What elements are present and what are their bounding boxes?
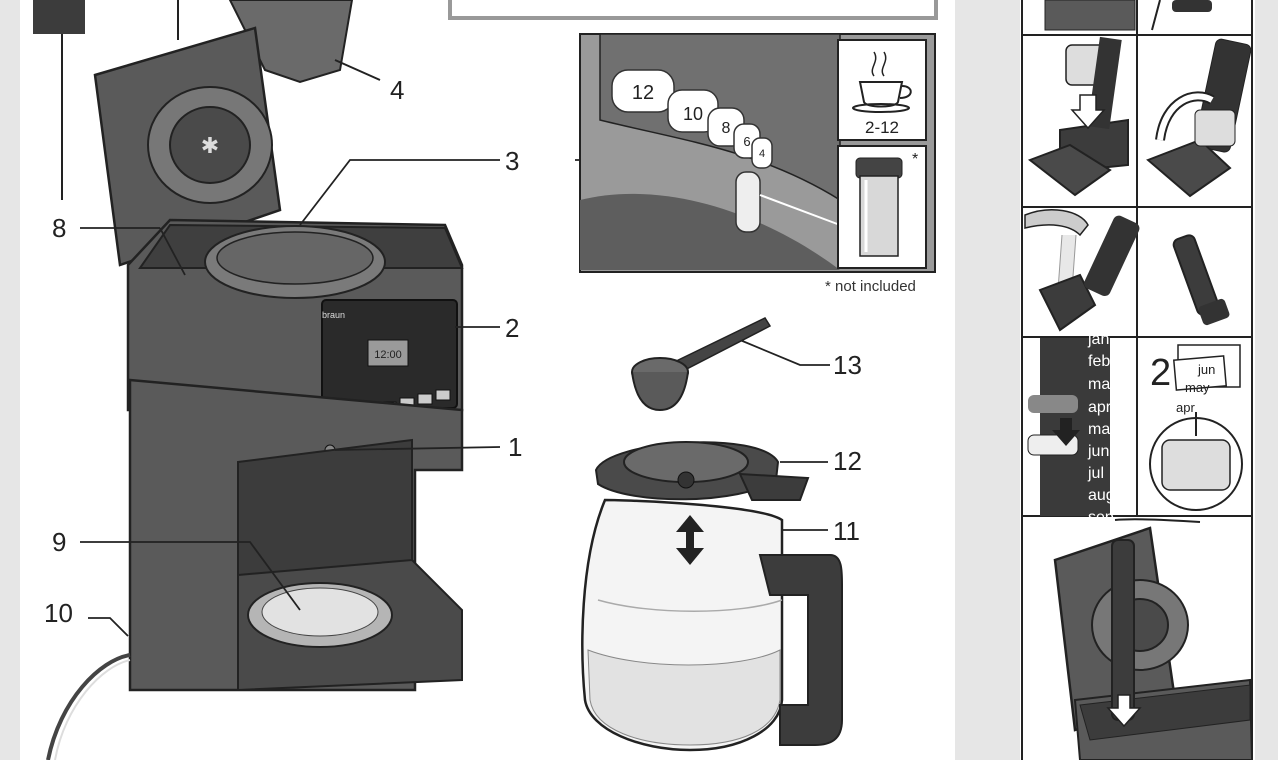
- water-level-tabs: 12 10 8 6 4: [611, 69, 773, 233]
- center-gutter: [955, 0, 1020, 760]
- not-included-note: * not included: [825, 278, 916, 295]
- step-number: 2: [1150, 352, 1171, 394]
- fill-level-arrows: [676, 515, 704, 565]
- arrow-up-icon: [676, 515, 704, 532]
- callout-8: 8: [52, 213, 66, 243]
- coffee-cup-icon: [852, 51, 912, 113]
- lcd-time: 12:00: [374, 349, 402, 361]
- step-filter-cartridge: [1172, 234, 1230, 326]
- step-rinse-filter: [1024, 209, 1140, 332]
- carafe-handle: [758, 554, 843, 746]
- svg-text:jan: jan: [1087, 331, 1109, 348]
- svg-text:jun: jun: [1087, 443, 1109, 460]
- svg-text:may: may: [1185, 380, 1210, 395]
- right-margin: [1255, 0, 1278, 760]
- step-panels: jan feb mar apr may jun jul aug sep 2 ju…: [1020, 0, 1255, 760]
- svg-text:jul: jul: [1087, 465, 1104, 482]
- left-margin: [0, 0, 20, 760]
- callout-1: 1: [508, 432, 522, 462]
- callout-13: 13: [833, 350, 862, 380]
- arrow-down-icon: [1070, 94, 1106, 130]
- step-month-dial: jan feb mar apr may jun jul aug sep: [1027, 331, 1118, 526]
- svg-text:mar: mar: [1088, 376, 1116, 393]
- callout-10: 10: [44, 598, 73, 628]
- svg-text:6: 6: [743, 134, 750, 149]
- svg-text:jun: jun: [1197, 362, 1215, 377]
- callout-12: 12: [833, 446, 862, 476]
- glass-carafe: [581, 441, 843, 752]
- svg-text:may: may: [1088, 421, 1118, 438]
- callout-3: 3: [505, 146, 519, 176]
- filter-asterisk: *: [912, 151, 918, 168]
- faucet-icon: [1024, 209, 1089, 237]
- cup-range-label: 2-12: [865, 118, 899, 137]
- arrow-down-icon: [676, 548, 704, 565]
- step-install-filter: [1053, 518, 1254, 760]
- svg-text:feb: feb: [1088, 353, 1110, 370]
- coffee-machine: ✱ 12:00 braun: [33, 0, 464, 760]
- callout-4: 4: [390, 75, 404, 105]
- leader-lines: [80, 159, 830, 637]
- callout-9: 9: [52, 527, 66, 557]
- callout-2: 2: [505, 313, 519, 343]
- svg-text:10: 10: [683, 104, 703, 124]
- caption-box: [448, 0, 938, 20]
- svg-text:aug: aug: [1088, 487, 1115, 504]
- callout-11: 11: [833, 516, 860, 546]
- water-level-inset: 12 10 8 6 4 2-12 *: [579, 33, 936, 273]
- svg-text:apr: apr: [1088, 399, 1112, 416]
- svg-text:4: 4: [759, 148, 765, 160]
- water-filter-icon: [855, 157, 903, 257]
- svg-text:apr: apr: [1176, 400, 1195, 415]
- lcd-display: [367, 339, 409, 367]
- svg-text:sep: sep: [1088, 509, 1114, 526]
- arrow-down-icon: [1106, 694, 1142, 728]
- svg-text:12: 12: [632, 82, 654, 104]
- svg-text:8: 8: [722, 120, 731, 137]
- step-insert-filter: [1027, 36, 1129, 197]
- measuring-scoop: [631, 317, 772, 412]
- arrow-down-icon: [1052, 418, 1080, 446]
- svg-text:✱: ✱: [201, 133, 219, 158]
- cord-storage-part: [33, 0, 85, 34]
- step-calendar: 2 jun may apr: [1149, 344, 1243, 511]
- brand-logo: braun: [322, 310, 345, 320]
- step-close-holder: [1146, 38, 1252, 198]
- power-cord: [46, 653, 131, 760]
